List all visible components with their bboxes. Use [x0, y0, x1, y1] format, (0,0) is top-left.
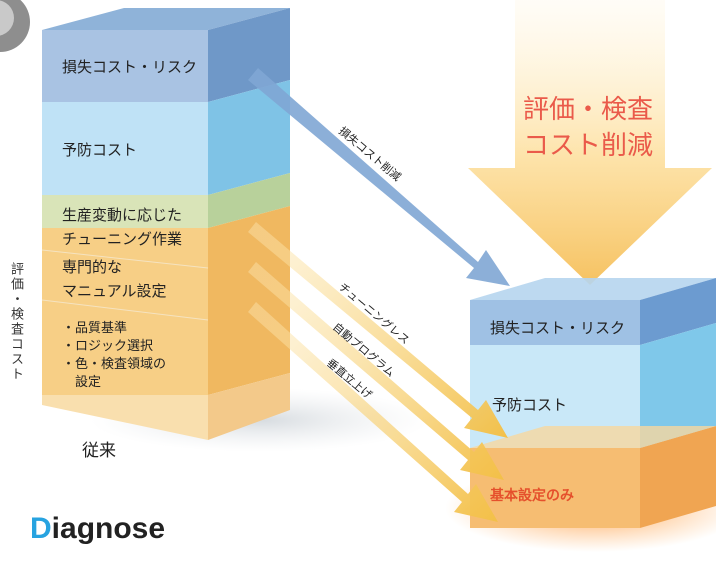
vertical-startup-arrow-icon [248, 302, 498, 522]
new-loss-layer-front [470, 300, 640, 345]
bullet-quality: ・品質基準 [62, 320, 127, 336]
appraisal-layer-bottom [42, 395, 208, 440]
basic-layer-front [470, 448, 640, 528]
callout-line-1: 評価・検査 [522, 95, 653, 125]
appraisal-cost-axis-label: 評価・検査コスト [8, 262, 23, 382]
bullet-logic: ・ロジック選択 [62, 339, 153, 354]
traditional-prevention-label: 予防コスト [62, 141, 137, 159]
bullet-color: ・色・検査領域の [62, 356, 166, 372]
basic-layer-side [640, 426, 716, 528]
new-prevention-layer-front [470, 345, 640, 448]
new-prevention-layer-side [640, 323, 716, 448]
new-stack-top [470, 278, 716, 300]
tuning-line-2: チューニング作業 [62, 230, 182, 248]
blue-arrow-icon [248, 68, 510, 286]
basic-layer-top [470, 426, 716, 448]
bullet-settings: 設定 [62, 374, 101, 390]
manual-line-2: マニュアル設定 [62, 282, 167, 300]
tuningless-arrow-icon [248, 222, 508, 438]
transition-band-side [208, 173, 290, 228]
stack-top-face [42, 8, 290, 30]
cost-reduction-callout: 評価・検査 コスト削減 [508, 92, 668, 164]
new-prevention-label: 予防コスト [492, 396, 567, 414]
logo-rest: iagnose [51, 512, 166, 545]
traditional-cost-stack: 損失コスト・リスク 予防コスト 生産変動に応じた チューニング作業 専門的な マ… [41, 8, 290, 440]
manual-line-1: 専門的な [62, 258, 122, 276]
callout-line-2: コスト削減 [522, 131, 653, 161]
prevention-layer-side [208, 80, 290, 195]
cost-reduction-arrow [468, 0, 712, 285]
prevention-layer-front [42, 102, 208, 195]
appraisal-layer-bottom-side [208, 373, 290, 440]
divider-line [41, 299, 209, 321]
tuning-line-1: 生産変動に応じた [62, 206, 182, 224]
big-down-arrow-icon [468, 0, 712, 285]
divider-line [41, 249, 209, 269]
traditional-loss-label: 損失コスト・リスク [62, 58, 197, 76]
loss-layer-front [42, 30, 208, 102]
diagnose-logo: Diagnose [30, 512, 165, 546]
transition-band-front [42, 195, 208, 228]
appraisal-layer-side [208, 206, 290, 395]
basic-settings-label: 基本設定のみ [490, 487, 574, 504]
traditional-caption: 従来 [82, 441, 116, 461]
new-loss-label: 損失コスト・リスク [490, 319, 625, 337]
appraisal-layer-front [42, 228, 208, 395]
new-cost-stack: 損失コスト・リスク 予防コスト 基本設定のみ [445, 278, 716, 552]
logo-initial: D [30, 512, 52, 545]
decorative-circle-inner [0, 0, 14, 36]
auto-program-arrow-icon [248, 262, 504, 480]
new-loss-layer-side [640, 278, 716, 345]
